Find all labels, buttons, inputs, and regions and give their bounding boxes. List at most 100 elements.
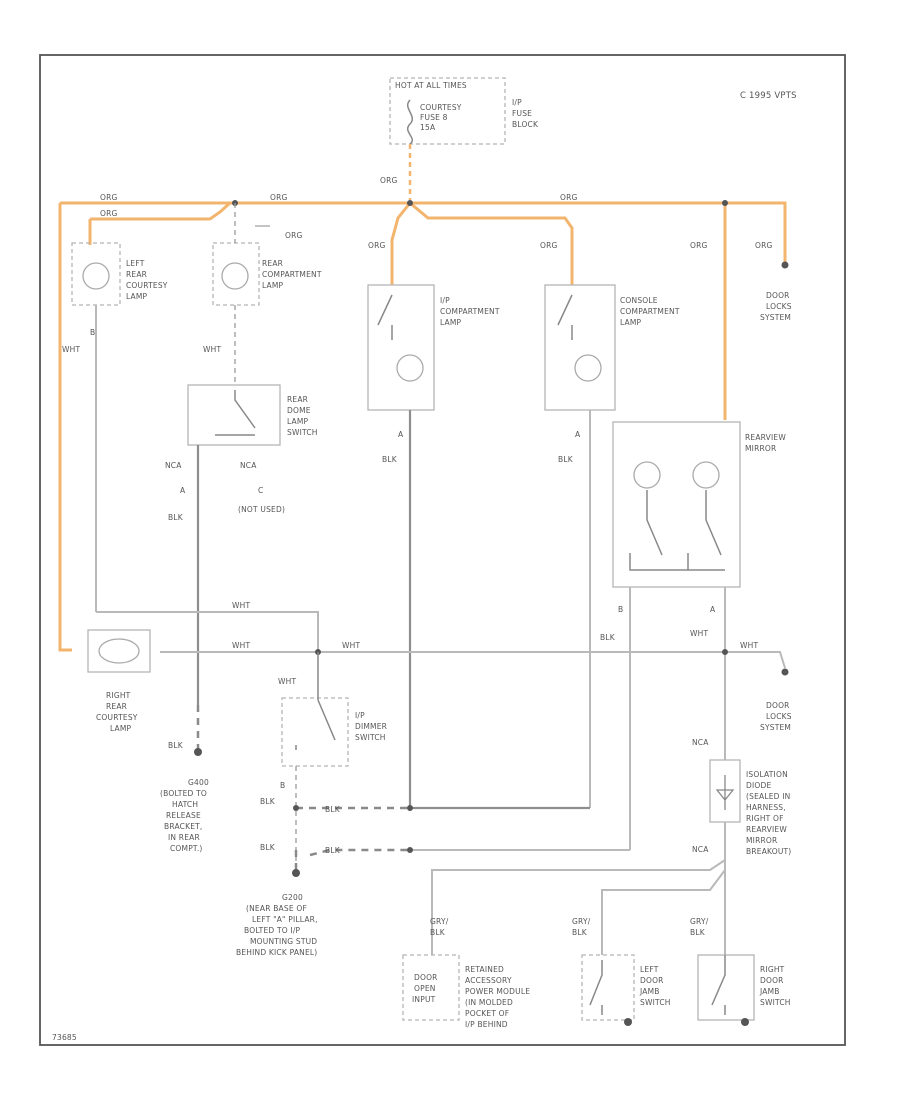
blk-label-bus-1: BLK — [325, 805, 341, 814]
rap-6: I/P BEHIND — [465, 1020, 508, 1029]
door-locks-bot-2: LOCKS — [766, 712, 792, 721]
fuse-label-2: FUSE 8 — [420, 113, 448, 122]
g400-ground-icon — [194, 748, 202, 756]
org-bus-second — [90, 201, 232, 221]
org-label-fuse: ORG — [380, 176, 398, 185]
splice-2 — [407, 200, 413, 206]
nca-label-1: NCA — [165, 461, 182, 470]
g200-5: MOUNTING STUD — [250, 937, 317, 946]
wht-label-dimmer: WHT — [278, 677, 296, 686]
org-label-5: ORG — [285, 231, 303, 240]
pin-b-dimmer: B — [280, 781, 285, 790]
fuse-block-label-3: BLOCK — [512, 120, 539, 129]
rear-dome-switch-symbol — [215, 390, 256, 436]
pin-a-ip: A — [398, 430, 404, 439]
figure-number: 73685 — [52, 1033, 77, 1042]
blk-label-ip: BLK — [382, 455, 398, 464]
left-jamb-4: SWITCH — [640, 998, 671, 1007]
iso-7: MIRROR — [746, 836, 777, 845]
wht-label-left: WHT — [62, 345, 80, 354]
left-jamb-3: JAMB — [639, 987, 660, 996]
gry-blk-label-2: GRY/ — [572, 917, 591, 926]
wht-bus-lower — [160, 651, 786, 669]
ip-dimmer-2: DIMMER — [355, 722, 387, 731]
splice-blk-2 — [407, 805, 413, 811]
org-ip-lamp-drop — [390, 202, 412, 285]
iso-8: BREAKOUT) — [746, 847, 791, 856]
g200-6: BEHIND KICK PANEL) — [236, 948, 317, 957]
rap-2: ACCESSORY — [465, 976, 512, 985]
nca-bus — [431, 859, 726, 955]
org-label-1: ORG — [100, 193, 118, 202]
diagram-frame — [39, 54, 846, 1046]
console-comp-3: LAMP — [620, 318, 642, 327]
fuse-block-label: I/P — [512, 98, 522, 107]
mirror-lamp-left-icon — [633, 461, 661, 489]
rear-comp-lamp-2: COMPARTMENT — [262, 270, 322, 279]
wht-label-bus-3: WHT — [342, 641, 360, 650]
g200-2: (NEAR BASE OF — [246, 904, 307, 913]
g400-7: COMPT.) — [170, 844, 203, 853]
wht-label-bus-4: WHT — [740, 641, 758, 650]
splice-wht-2 — [722, 649, 728, 655]
door-locks-top-2: LOCKS — [766, 302, 792, 311]
mirror-lamp-right-icon — [692, 461, 720, 489]
rear-comp-lamp-1: REAR — [262, 259, 283, 268]
door-open-input-box — [402, 954, 460, 1021]
fuse-block-box — [389, 77, 506, 145]
left-jamb-2: DOOR — [640, 976, 664, 985]
right-rear-courtesy-lamp-icon — [98, 638, 140, 664]
rear-dome-4: SWITCH — [287, 428, 318, 437]
right-door-jamb-switch-symbol — [711, 955, 726, 1015]
g400-5: BRACKET, — [164, 822, 203, 831]
iso-6: REARVIEW — [746, 825, 787, 834]
iso-1: ISOLATION — [746, 770, 788, 779]
g400-6: IN REAR — [168, 833, 200, 842]
right-jamb-1: RIGHT — [760, 965, 785, 974]
iso-2: DIODE — [746, 781, 771, 790]
wht-label-mirror: WHT — [690, 629, 708, 638]
ip-dimmer-3: SWITCH — [355, 733, 386, 742]
left-rear-courtesy-lamp-icon — [82, 262, 110, 290]
left-rear-lamp-2: REAR — [126, 270, 147, 279]
blk-label-console: BLK — [558, 455, 574, 464]
not-used-label: (NOT USED) — [238, 505, 285, 514]
ip-compartment-switch-symbol — [377, 294, 393, 340]
mirror-1: REARVIEW — [745, 433, 786, 442]
door-locks-bot-1: DOOR — [766, 701, 790, 710]
splice-blk-3 — [407, 847, 413, 853]
org-left-drop — [58, 203, 72, 652]
right-rear-4: LAMP — [110, 724, 132, 733]
ip-dimmer-switch-symbol — [295, 652, 336, 750]
rear-comp-lamp-3: LAMP — [262, 281, 284, 290]
mirror-2: MIRROR — [745, 444, 776, 453]
splice-3 — [722, 200, 728, 206]
rap-3: POWER MODULE — [465, 987, 530, 996]
ip-dimmer-switch-box — [281, 697, 349, 767]
right-jamb-2: DOOR — [760, 976, 784, 985]
nca-label-2: NCA — [240, 461, 257, 470]
right-jamb-3: JAMB — [759, 987, 780, 996]
wht-label-bus-1: WHT — [232, 601, 250, 610]
rear-dome-lamp-switch-box — [187, 384, 281, 446]
gry-blk-label-3b: BLK — [690, 928, 706, 937]
left-rear-lamp-1: LEFT — [126, 259, 145, 268]
org-label-6: ORG — [368, 241, 386, 250]
nca-label-4: NCA — [692, 845, 709, 854]
wht-label-bus-2: WHT — [232, 641, 250, 650]
nca-to-left-jamb — [601, 869, 726, 955]
ip-compartment-lamp-icon — [396, 354, 424, 382]
pin-a-dome: A — [180, 486, 186, 495]
gry-blk-label-1b: BLK — [430, 928, 446, 937]
blk-label-dimmer-1: BLK — [260, 797, 276, 806]
pin-b-left: B — [90, 328, 95, 337]
console-comp-2: COMPARTMENT — [620, 307, 680, 316]
rear-compartment-lamp-icon — [221, 262, 249, 290]
ip-dimmer-1: I/P — [355, 711, 365, 720]
g400-3: HATCH — [172, 800, 198, 809]
org-label-3: ORG — [270, 193, 288, 202]
gry-blk-label-2b: BLK — [572, 928, 588, 937]
splice-blk-1 — [293, 805, 299, 811]
blk-label-mirror: BLK — [600, 633, 616, 642]
